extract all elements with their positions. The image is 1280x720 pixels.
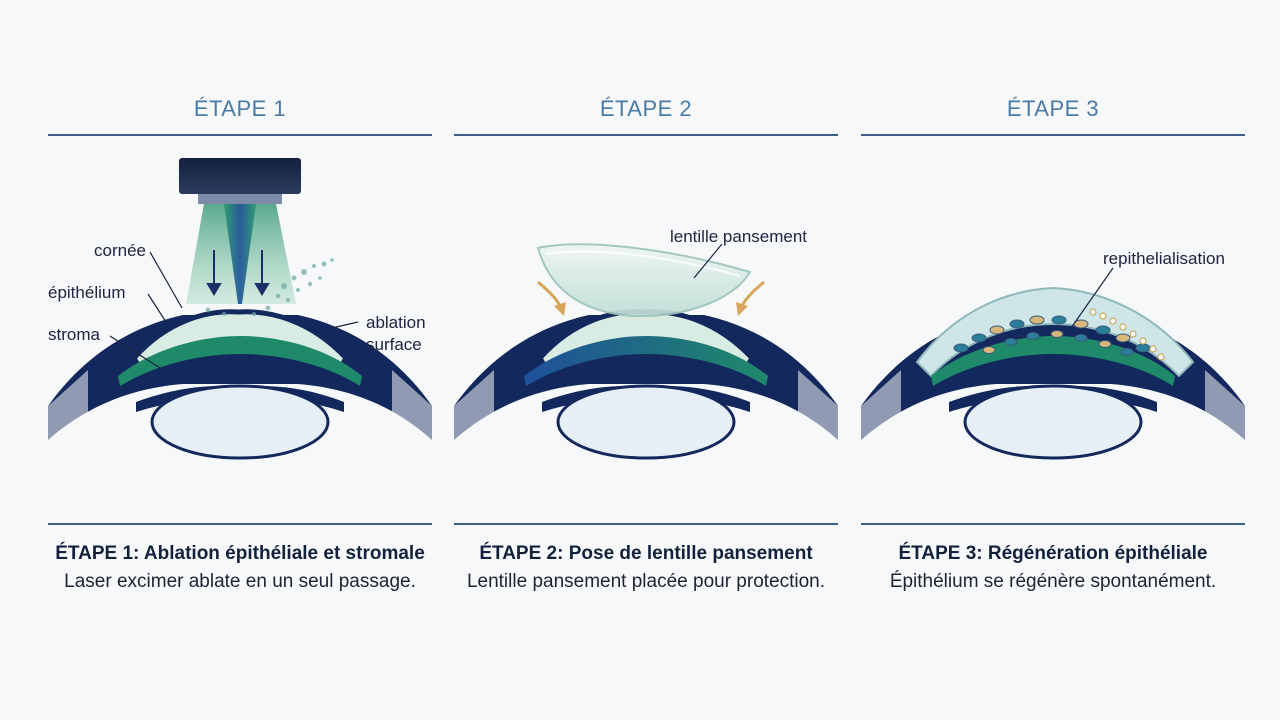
eye-diagram-step-2: lentille pansement <box>454 227 838 460</box>
sclera-fade-left <box>48 370 88 440</box>
ablation-particles <box>205 258 334 316</box>
step-3-panel: ÉTAPE 3 <box>861 0 1245 720</box>
laser-head <box>179 158 301 194</box>
sclera-fade-right <box>392 370 432 440</box>
step-1-panel: ÉTAPE 1 <box>48 0 432 720</box>
eye-diagram-step-3: repithelialisation <box>861 249 1245 460</box>
label-ablation-2: surface <box>366 335 422 354</box>
divider <box>861 523 1245 525</box>
label-stroma: stroma <box>48 325 101 344</box>
label-leaders <box>109 251 359 369</box>
sclera-fade-left <box>861 370 901 440</box>
bandage-contact-lens <box>536 243 752 318</box>
divider <box>454 134 838 136</box>
sclera-fade-right <box>798 370 838 440</box>
label-repithelialisation: repithelialisation <box>1103 249 1225 268</box>
step-2-panel: ÉTAPE 2 lentille pansement ÉTAPE 2: Pose… <box>454 0 838 720</box>
step-caption-title: ÉTAPE 1: Ablation épithéliale et stromal… <box>55 543 425 564</box>
sclera-fade-right <box>1205 370 1245 440</box>
divider <box>861 134 1245 136</box>
divider <box>48 523 432 525</box>
divider <box>454 523 838 525</box>
beam-arrows <box>206 250 270 296</box>
label-leaders <box>693 243 723 279</box>
step-caption-description: Lentille pansement placée pour protectio… <box>466 571 826 592</box>
step-heading: ÉTAPE 2 <box>599 96 693 121</box>
epithelial-cells <box>953 315 1151 356</box>
label-cornea: cornée <box>94 241 146 260</box>
step-heading: ÉTAPE 1 <box>193 96 287 121</box>
label-lens: lentille pansement <box>670 227 807 246</box>
eye-lens <box>150 384 330 460</box>
step-caption-title: ÉTAPE 3: Régénération épithéliale <box>898 543 1208 564</box>
label-ablation-1: ablation <box>366 313 426 332</box>
step-heading: ÉTAPE 3 <box>1006 96 1100 121</box>
eye-lens <box>556 384 736 460</box>
sclera-fade-left <box>454 370 494 440</box>
eye-diagram-step-1: cornée épithélium stroma ablation surfac… <box>48 158 432 460</box>
laser-core <box>224 204 256 304</box>
cornea <box>915 286 1195 378</box>
cell-chain <box>1089 308 1165 361</box>
eye-lens <box>963 384 1143 460</box>
step-caption-description: Épithélium se régénère spontanément. <box>889 571 1217 592</box>
label-epithelium: épithélium <box>48 283 126 302</box>
laser-nozzle <box>198 194 282 204</box>
stroma-band <box>524 336 768 386</box>
placement-arrows <box>537 280 765 316</box>
divider <box>48 134 432 136</box>
step-caption-description: Laser excimer ablate en un seul passage. <box>64 571 416 592</box>
label-leaders <box>1070 267 1114 329</box>
stroma-band <box>118 336 362 386</box>
step-caption-title: ÉTAPE 2: Pose de lentille pansement <box>479 543 813 564</box>
